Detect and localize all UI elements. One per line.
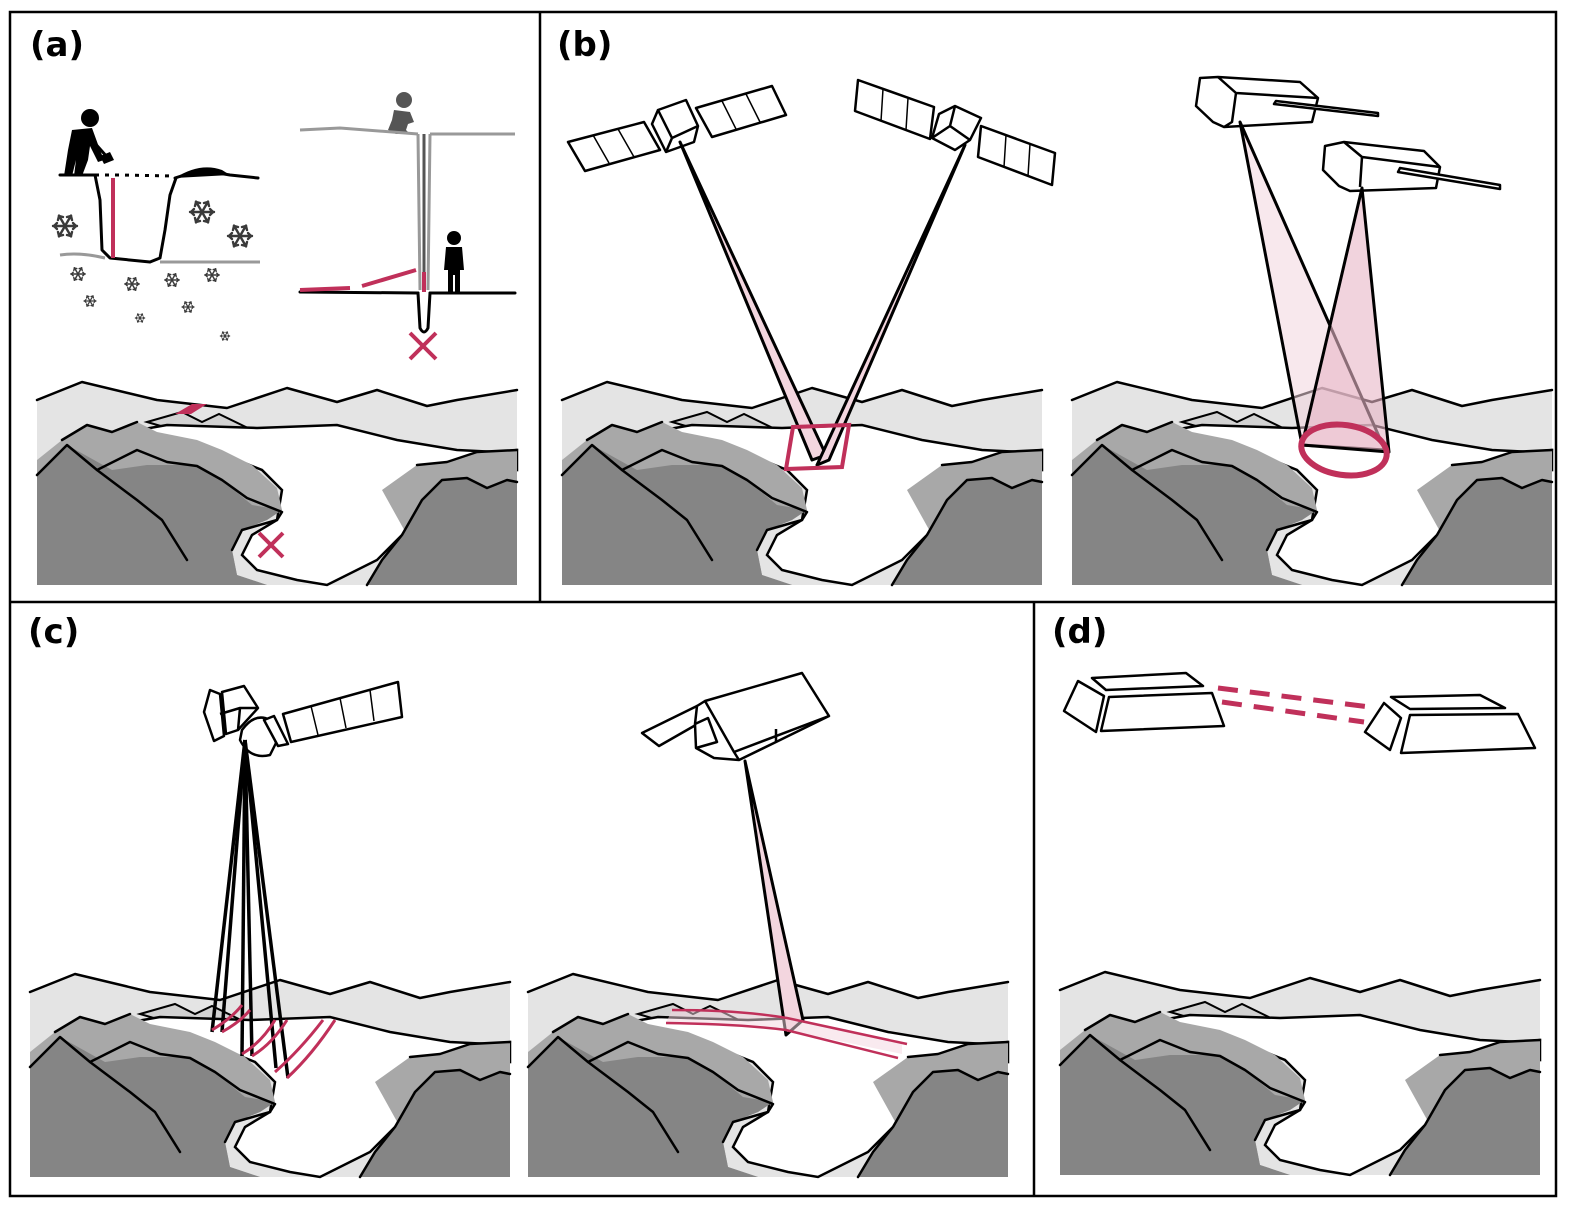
swath-edge — [671, 1008, 908, 1046]
snowflake-icon — [124, 277, 140, 291]
sensor-beam — [815, 143, 967, 467]
panel-d: (d) — [1052, 612, 1542, 1177]
core-site-marker-icon — [408, 331, 438, 361]
gravity-satellite-left — [1062, 671, 1226, 734]
snowflake-icon — [226, 224, 254, 248]
glacier-landscape — [35, 380, 519, 587]
snowflake-icon — [188, 200, 216, 224]
snow-pit-site-marker — [175, 404, 207, 414]
snowflake-icon — [51, 214, 79, 238]
sensor-beam — [1300, 186, 1391, 454]
panel-label-b: (b) — [557, 25, 612, 65]
lidar-beams — [210, 739, 290, 1079]
panel-b: (b) — [557, 25, 1554, 587]
panel-label-a: (a) — [30, 25, 84, 65]
panel-c: (c) — [28, 612, 1010, 1179]
lidar-satellite — [202, 680, 404, 758]
snowflake-icon — [70, 267, 86, 281]
snowflake-icon — [204, 268, 220, 282]
radar-satellite-right — [1321, 140, 1502, 193]
optical-satellite-left — [566, 84, 788, 173]
radar-footprint — [1298, 421, 1390, 479]
field-site-marker-icon — [257, 531, 285, 559]
snow-pit-illustration — [51, 109, 260, 341]
inter-satellite-link — [1217, 685, 1371, 725]
swath-edge — [665, 1021, 899, 1060]
standing-person-icon — [444, 231, 464, 292]
snowflake-icon — [219, 331, 231, 341]
glacier-landscape — [1058, 970, 1542, 1177]
borehole-illustration — [298, 92, 517, 361]
snowflake-icon — [83, 295, 97, 307]
lidar-ground-tracks — [211, 1004, 337, 1080]
snowflake-icon — [164, 273, 180, 287]
gravity-satellite-right — [1363, 693, 1537, 755]
glacier-landscape — [526, 972, 1010, 1179]
snowflake-icon — [181, 301, 195, 313]
kneeling-person-icon — [388, 92, 414, 134]
optical-satellite-right — [853, 78, 1057, 187]
image-footprint — [783, 422, 852, 472]
digging-person-icon — [64, 109, 114, 176]
snowflake-icon — [134, 313, 146, 323]
panel-borders — [8, 10, 1558, 1198]
radar-satellite-left — [1194, 75, 1380, 129]
panel-label-d: (d) — [1052, 612, 1107, 652]
panel-label-c: (c) — [28, 612, 79, 652]
sar-satellite — [640, 671, 831, 762]
panel-a: (a) — [30, 25, 519, 587]
swath-footprint — [666, 1010, 902, 1054]
